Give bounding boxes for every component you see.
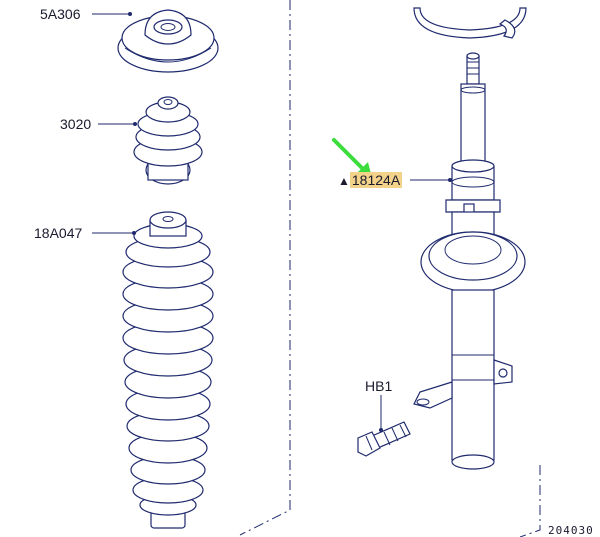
- coil-spring-part: [413, 7, 527, 39]
- divider-line: [239, 0, 291, 536]
- top-mount-part: [117, 9, 219, 73]
- part-label-dust-boot: 18A047: [34, 225, 83, 241]
- leader-lines: [92, 12, 452, 432]
- part-label-bolt: HB1: [365, 378, 393, 394]
- dust-boot-part: [122, 211, 214, 529]
- triangle-marker-icon: ▲: [338, 174, 350, 188]
- part-label-top-mount: 5A306: [40, 6, 81, 22]
- part-label-strut: ▲18124A: [338, 172, 403, 189]
- strut-part: [413, 52, 526, 470]
- part-label-strut-text: 18124A: [349, 172, 403, 188]
- divider-line-right: [519, 465, 541, 537]
- reference-number: 204030: [548, 524, 594, 537]
- bump-stop-part: [133, 96, 203, 185]
- part-label-bump-stop: 3020: [60, 116, 92, 132]
- bolt-part: [357, 421, 411, 457]
